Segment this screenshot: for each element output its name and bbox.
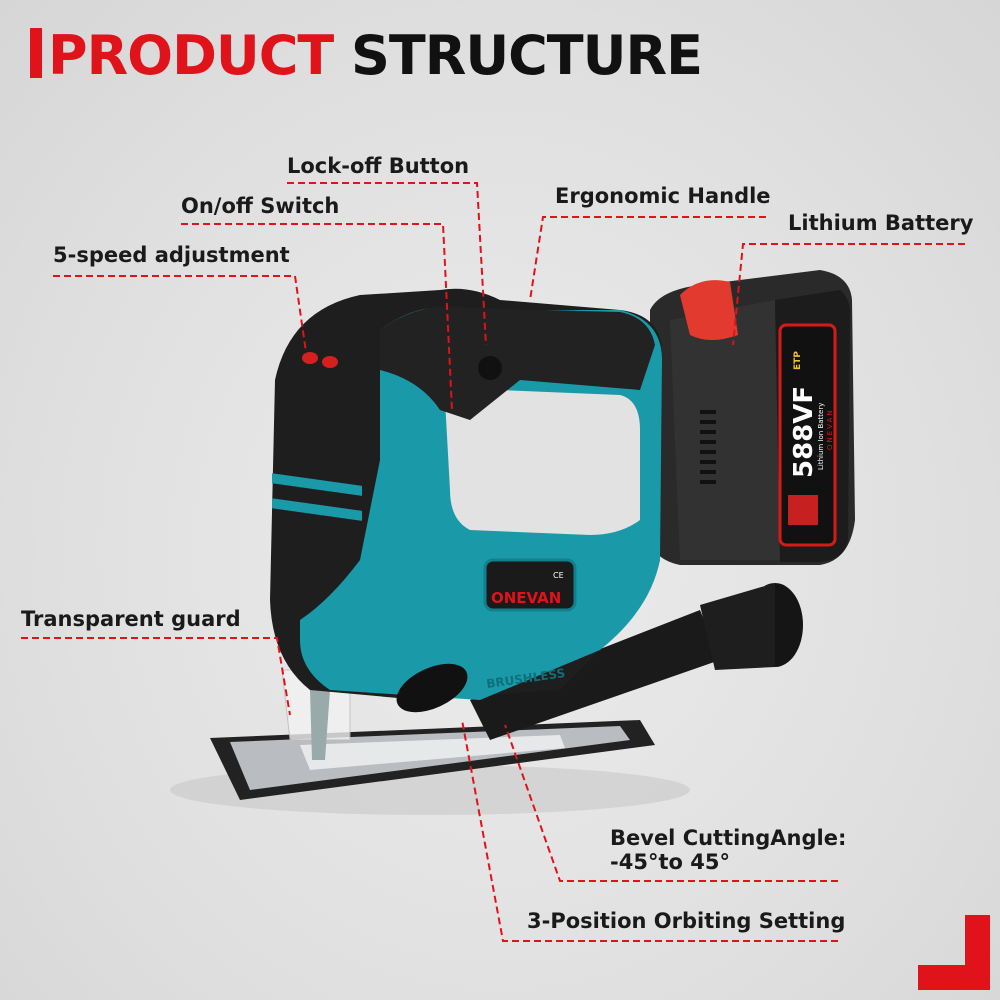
label-bevel-range: -45°to 45°	[610, 850, 730, 874]
battery-pack: 588VF Lithium Ion Battery ONEVAN ETP	[650, 270, 855, 565]
title-structure: STRUCTURE	[351, 24, 703, 87]
title-accent-bar	[30, 28, 42, 78]
label-transparent-guard: Transparent guard	[21, 607, 241, 631]
corner-arrow-icon	[918, 915, 990, 990]
orbit-knob-icon	[396, 663, 468, 713]
lock-off-button-icon	[478, 356, 502, 380]
dust-port	[470, 583, 803, 740]
battery-type: Lithium Ion Battery	[817, 403, 825, 470]
label-orbiting-setting: 3-Position Orbiting Setting	[527, 909, 846, 933]
jigsaw-body: ONEVAN CE BRUSHLESS	[270, 288, 662, 713]
battery-voltage: 588VF	[789, 386, 819, 478]
battery-brand: ONEVAN	[826, 408, 834, 450]
label-on-off-switch: On/off Switch	[181, 194, 340, 218]
title-product: PRODUCT	[48, 24, 334, 87]
battery-logo-icon	[788, 495, 818, 525]
battery-cert: ETP	[793, 351, 803, 370]
speed-button-icon	[302, 352, 318, 364]
ce-mark: CE	[553, 571, 564, 580]
body-brand: ONEVAN	[491, 589, 561, 607]
label-lithium-battery: Lithium Battery	[788, 211, 974, 235]
label-speed-adjustment: 5-speed adjustment	[53, 243, 290, 267]
label-lock-off-button: Lock-off Button	[287, 154, 470, 178]
label-bevel-angle: Bevel CuttingAngle:	[610, 826, 847, 850]
page-title: PRODUCT STRUCTURE	[30, 24, 703, 87]
callout-lines	[21, 182, 965, 942]
label-ergonomic-handle: Ergonomic Handle	[555, 184, 771, 208]
